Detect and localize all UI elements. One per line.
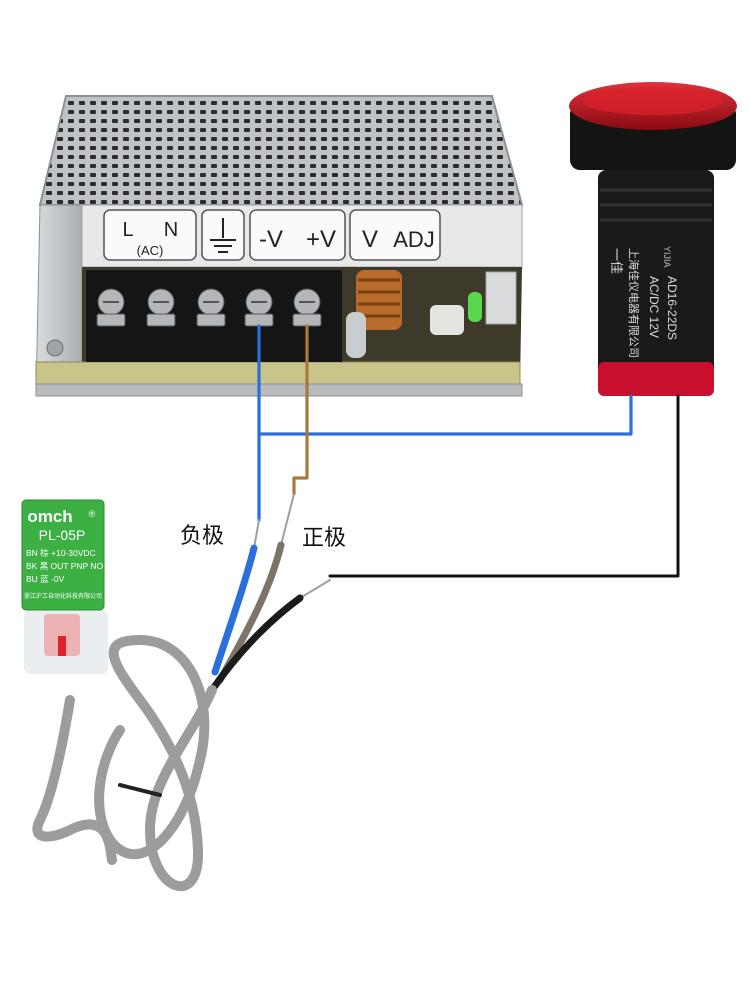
power-supply: L N (AC) -V +V V ADJ bbox=[35, 95, 524, 397]
cable-tie bbox=[118, 783, 162, 797]
brown-wire-tip bbox=[280, 493, 295, 546]
capacitor bbox=[346, 312, 366, 358]
sensor-led-window bbox=[44, 614, 80, 656]
proximity-sensor: omch ® PL-05P BN 棕 +10-30VDC BK 黑 OUT PN… bbox=[21, 499, 108, 674]
sensor-label-panel bbox=[21, 499, 105, 611]
indicator-lamp: 一佳 AD16-22DS YIJIA AC/DC 12V 上海佳仪电器有限公司 bbox=[569, 82, 737, 396]
lamp-rating: AC/DC 12V bbox=[647, 276, 661, 338]
blue-wire-negative bbox=[257, 324, 633, 436]
pcb-board bbox=[35, 361, 521, 387]
sensor-spec-blue: BU 蓝 -0V bbox=[26, 574, 65, 584]
terminal-label-negative: -V bbox=[259, 226, 283, 253]
brown-wire-positive bbox=[292, 324, 309, 496]
case-screw bbox=[46, 339, 64, 357]
terminal-label-adj: ADJ bbox=[393, 227, 435, 252]
black-wire-tip bbox=[299, 579, 331, 599]
sensor-spec-black: BK 黑 OUT PNP NO bbox=[26, 561, 104, 571]
terminal-label-v: V bbox=[362, 226, 378, 253]
lamp-maker: 上海佳仪电器有限公司 bbox=[627, 248, 641, 358]
registered-icon: ® bbox=[89, 509, 96, 519]
lamp-model: AD16-22DS bbox=[665, 276, 679, 340]
black-wire-output bbox=[328, 394, 680, 578]
lamp-body bbox=[598, 170, 714, 390]
terminal-label-ac: (AC) bbox=[137, 243, 164, 258]
power-led bbox=[468, 292, 482, 322]
blue-wire-tip bbox=[253, 519, 260, 549]
lamp-red-base bbox=[598, 362, 714, 396]
terminal-label-l: L bbox=[122, 219, 133, 241]
negative-wire-label: 负极 bbox=[180, 524, 225, 549]
sensor-blue-lead bbox=[211, 544, 258, 676]
power-supply-mesh-top bbox=[40, 96, 522, 205]
sensor-brand: omch bbox=[27, 507, 72, 526]
sensor-model: PL-05P bbox=[39, 527, 86, 543]
lamp-brand: 一佳 bbox=[609, 248, 624, 274]
ground-icon bbox=[210, 218, 236, 253]
adjust-potentiometer bbox=[430, 305, 464, 335]
lamp-origin: YIJIA bbox=[662, 246, 672, 268]
wiring bbox=[32, 324, 680, 892]
sensor-spec-brown: BN 棕 +10-30VDC bbox=[26, 548, 96, 558]
sensor-maker: 浙江沪工自动化科技有限公司 bbox=[24, 592, 102, 600]
terminal-label-n: N bbox=[164, 219, 178, 241]
terminal-block bbox=[86, 270, 342, 362]
sensor-indicator-led bbox=[58, 636, 66, 656]
sensor-cable-to-body bbox=[32, 695, 117, 865]
sensor-grey-cable bbox=[94, 635, 217, 892]
positive-wire-label: 正极 bbox=[302, 526, 347, 551]
terminal-label-positive: +V bbox=[306, 226, 336, 253]
sensor-black-lead bbox=[208, 594, 304, 694]
